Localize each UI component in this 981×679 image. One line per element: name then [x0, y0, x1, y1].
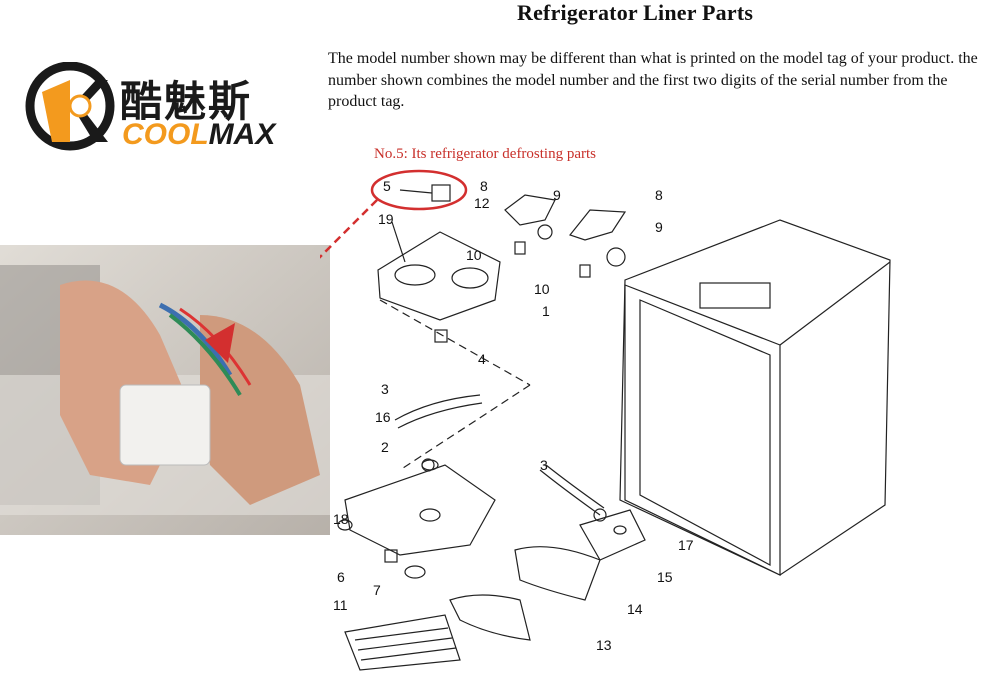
part-label-5: 5	[383, 178, 391, 194]
arrow-indicator-icon	[205, 323, 235, 363]
part-label-6: 6	[337, 569, 345, 585]
part-label-3b: 3	[540, 457, 548, 473]
part-label-9a: 9	[553, 187, 561, 203]
brand-name-max: MAX	[208, 118, 276, 151]
defrost-part-callout: No.5: Its refrigerator defrosting parts	[374, 146, 597, 162]
brand-chinese-name: 酷魅斯	[120, 77, 253, 126]
part-label-12: 12	[474, 195, 490, 211]
exploded-parts-diagram: 5 8 12 9 8 19 9 10 10 1 4 3 16 2 3 18 17…	[320, 169, 891, 671]
highlight-circle	[370, 169, 468, 211]
brand-name-cool: COOL	[122, 118, 209, 151]
part-label-10b: 10	[534, 281, 550, 297]
page-title: Refrigerator Liner Parts	[517, 0, 754, 25]
part-label-11: 11	[333, 597, 348, 613]
part-label-8a: 8	[480, 178, 488, 194]
part-label-8b: 8	[655, 187, 663, 203]
part-label-9b: 9	[655, 219, 663, 235]
part-label-1: 1	[542, 303, 550, 319]
part-label-2: 2	[381, 439, 389, 455]
coolmax-logo: 酷魅斯 COOLMAX	[22, 61, 312, 157]
part-label-13: 13	[596, 637, 612, 653]
defrost-timer-photo	[119, 384, 211, 466]
installation-photo	[0, 245, 330, 535]
part-label-4: 4	[478, 351, 486, 367]
part-label-10a: 10	[466, 247, 482, 263]
part-label-19: 19	[378, 211, 394, 227]
part-label-17: 17	[678, 537, 694, 553]
part-label-14: 14	[627, 601, 643, 617]
model-number-note: The model number shown may be different …	[328, 50, 978, 110]
part-label-15: 15	[657, 569, 673, 585]
part-label-18: 18	[333, 511, 349, 527]
part-label-3a: 3	[381, 381, 389, 397]
part-label-7: 7	[373, 582, 381, 598]
part-label-16: 16	[375, 409, 391, 425]
logo-emblem-icon	[25, 61, 115, 151]
